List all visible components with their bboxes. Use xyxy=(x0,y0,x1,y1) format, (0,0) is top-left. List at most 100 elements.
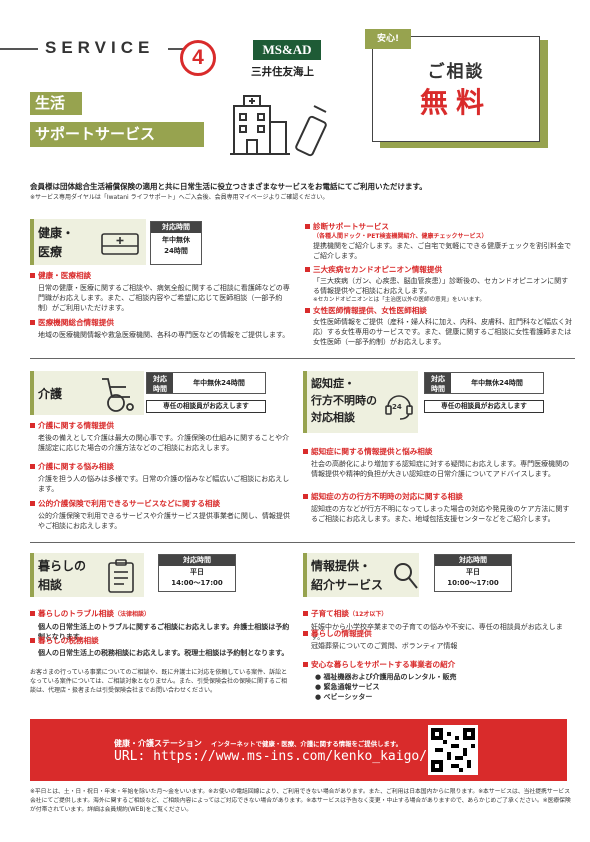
hospital-bed-icon xyxy=(101,233,139,255)
service-label: SERVICE xyxy=(45,38,155,57)
life-item-1-head: 暮らしのトラブル相談 xyxy=(30,609,114,618)
dementia-note: 専任の相談員がお応えします xyxy=(424,400,544,413)
health-title-line2: 医療 xyxy=(38,245,63,259)
care-hours-label1: 対応 xyxy=(153,375,167,383)
info-item-3-head: 安心な暮らしをサポートする事業者の紹介 xyxy=(303,660,575,670)
care-hours-value: 年中無休24時間 xyxy=(193,379,245,387)
health-right-1: 診断サポートサービス （各種人間ドック・PET検査機関紹介、健康チェックサービス… xyxy=(305,222,573,261)
care-item-3: 公的介護保険で利用できるサービスなどに関する相談 公的介護保険で利用できるサービ… xyxy=(30,499,292,531)
health-right-2: 三大疾病セカンドオピニオン情報提供 「三大疾病（ガン、心疾患、脳血管疾患）」診断… xyxy=(305,265,573,305)
intro-note: ※サービス専用ダイヤルは「Iwatani ライフサポート」へご入会後、会員専用マ… xyxy=(30,194,329,201)
banner-headline: 健康・介護ステーション インターネットで健康・医療、介護に関する情報をご提供しま… xyxy=(114,731,402,750)
health-right-1-sub: （各種人間ドック・PET検査機関紹介、健康チェックサービス） xyxy=(313,233,488,240)
dementia-item-1-head: 認知症に関する情報提供と悩み相談 xyxy=(303,447,575,457)
care-item-2-body: 介護を担う人の悩みは多様です。日常の介護の悩みなど幅広いご相談にお応えします。 xyxy=(38,475,290,493)
info-item-3-bullet-1-text: 福祉機器および介護用品のレンタル・販売 xyxy=(323,673,457,681)
clipboard-icon xyxy=(108,559,134,593)
health-right-3-head: 女性医師情報提供、女性医師相談 xyxy=(305,306,573,316)
life-item-2-head: 暮らしの税務相談 xyxy=(30,636,292,646)
kenko-banner[interactable]: 健康・介護ステーション インターネットで健康・医療、介護に関する情報をご提供しま… xyxy=(30,719,567,781)
info-title-line2: 紹介サービス xyxy=(311,578,384,592)
info-item-2: 暮らしの情報提供 冠婚葬祭についてのご質問、ボランティア情報 xyxy=(303,629,575,651)
intro-text: 会員様は団体総合生活補償保険の適用と共に日常生活に役立つさまざまなサービスをお電… xyxy=(30,182,427,191)
dementia-hours-label2: 時間 xyxy=(431,385,445,393)
health-right-1-head: 診断サポートサービス xyxy=(305,222,573,232)
life-item-2-body: 個人の日常生活上の税務相談にお応えします。税理士相談は予約制となります。 xyxy=(38,649,289,657)
dementia-hours-label1: 対応 xyxy=(431,375,445,383)
consult-tag: 安心! xyxy=(365,29,411,49)
dementia-title-box: 認知症・ 行方不明時の 対応相談 24 xyxy=(303,371,418,433)
dementia-item-2-body: 認知症の方などが行方不明になってしまった場合の対応や発見後のケア方法に関するご相… xyxy=(311,505,570,523)
health-item-2-head: 医療機関総合情報提供 xyxy=(30,318,295,328)
care-note: 専任の相談員がお応えします xyxy=(146,400,266,413)
life-title-box: 暮らしの 相談 xyxy=(30,553,144,597)
health-item-2-body: 地域の医療機関情報や救急医療機関、各科の専門医などの情報をご提供します。 xyxy=(38,331,290,339)
health-title-box: 健康・ 医療 xyxy=(30,219,146,265)
care-item-2: 介護に関する悩み相談 介護を担う人の悩みは多様です。日常の介護の悩みなど幅広いご… xyxy=(30,462,292,494)
dementia-item-2-head: 認知症の方の行方不明時の対応に関する相談 xyxy=(303,492,575,502)
service-line-right xyxy=(168,48,190,50)
info-item-3-bullet-1: ● 福祉機器および介護用品のレンタル・販売 xyxy=(315,673,457,681)
health-right-1-body: 提携機関をご紹介します。また、ご自宅で気軽にできる健康チェックを割引料金でご紹介… xyxy=(313,242,572,260)
brand-mark: MS&AD xyxy=(262,42,312,57)
life-item-1-head-note: （法律相談） xyxy=(113,611,150,618)
brand-logo: MS&AD xyxy=(253,40,321,60)
dementia-title-line1: 認知症・ xyxy=(311,377,355,390)
life-hours: 対応時間 平日 14:00～17:00 xyxy=(158,554,236,592)
qr-code[interactable] xyxy=(428,725,478,775)
brand-name: 三井住友海上 xyxy=(251,66,314,78)
title-line2-block: サポートサービス xyxy=(30,122,204,147)
health-hours-value2: 24時間 xyxy=(164,247,188,255)
health-right-2-head: 三大疾病セカンドオピニオン情報提供 xyxy=(305,265,573,275)
info-title-bar xyxy=(303,553,307,597)
health-title-line1: 健康・ xyxy=(38,226,75,240)
free-label: 無料 xyxy=(419,86,492,119)
qr-code-pattern xyxy=(431,728,475,772)
banner-title: 健康・介護ステーション xyxy=(114,739,202,748)
divider-1 xyxy=(30,358,575,359)
care-item-1: 介護に関する情報提供 老後の備えとして介護は最大の関心事です。介護保険の仕組みに… xyxy=(30,421,292,453)
health-hours-label: 対応時間 xyxy=(151,222,201,233)
life-title-line2: 相談 xyxy=(38,578,63,592)
dementia-item-1-body: 社会の高齢化により増加する認知症に対する疑問にお応えします。専門医療機関の情報提… xyxy=(311,460,570,478)
health-item-1-head: 健康・医療相談 xyxy=(30,271,290,281)
health-item-1: 健康・医療相談 日常の健康・医療に関するご相談や、病気全般に関するご相談に看護師… xyxy=(30,271,290,313)
wheelchair-icon xyxy=(102,378,134,412)
banner-url[interactable]: URL: https://www.ms-ins.com/kenko_kaigo/ xyxy=(114,749,428,764)
dementia-hours: 対応 時間 年中無休24時間 xyxy=(424,372,544,394)
info-hours-value2: 10:00～17:00 xyxy=(447,579,499,587)
service-line-left xyxy=(0,48,38,50)
care-title-bar xyxy=(30,371,34,415)
banner-desc: インターネットで健康・医療、介護に関する情報をご提供します。 xyxy=(210,740,403,748)
service-number-badge: 4 xyxy=(180,40,216,76)
health-item-1-body: 日常の健康・医療に関するご相談や、病気全般に関するご相談に看護師などの専門職がお… xyxy=(38,284,290,312)
info-item-3-bullet-2: ● 緊急通報サービス xyxy=(315,683,380,691)
info-title-box: 情報提供・ 紹介サービス xyxy=(303,553,419,597)
life-hours-value1: 平日 xyxy=(190,568,204,576)
dementia-hours-value: 年中無休24時間 xyxy=(471,379,523,387)
info-item-1-head-note: （12才以下） xyxy=(348,611,388,618)
consult-bubble: 安心! ご相談 無料 xyxy=(365,29,540,142)
info-item-3-bullet-3-text: ベビーシッター xyxy=(323,693,373,701)
care-hours-label: 対応 時間 xyxy=(147,373,173,393)
magnifier-icon xyxy=(394,563,418,589)
dementia-item-1: 認知症に関する情報提供と悩み相談 社会の高齢化により増加する認知症に対する疑問に… xyxy=(303,447,575,479)
info-hours-value1: 平日 xyxy=(466,568,480,576)
health-right-3: 女性医師情報提供、女性医師相談 女性医師情報をご提供（産科・婦人科に加え、内科、… xyxy=(305,306,573,347)
care-item-3-head: 公的介護保険で利用できるサービスなどに関する相談 xyxy=(30,499,292,509)
life-item-1-headline: 暮らしのトラブル相談（法律相談） xyxy=(30,601,292,620)
headset-24-icon xyxy=(385,395,413,420)
care-item-1-head: 介護に関する情報提供 xyxy=(30,421,292,431)
info-item-2-head: 暮らしの情報提供 xyxy=(303,629,575,639)
care-title: 介護 xyxy=(38,387,63,401)
health-hours-value1: 年中無休 xyxy=(162,236,190,244)
headset-24-label: 24 xyxy=(392,403,402,411)
title-line1: 生活 xyxy=(35,94,66,112)
care-hours: 対応 時間 年中無休24時間 xyxy=(146,372,266,394)
info-title-line1: 情報提供・ xyxy=(311,559,372,573)
dementia-title-line3: 対応相談 xyxy=(311,411,355,424)
info-item-1-head: 子育て相談 xyxy=(303,609,349,618)
info-item-3: 安心な暮らしをサポートする事業者の紹介 ● 福祉機器および介護用品のレンタル・販… xyxy=(303,660,575,702)
info-item-3-bullet-2-text: 緊急通報サービス xyxy=(323,683,380,691)
health-right-3-body: 女性医師情報をご提供（産科・婦人科に加え、内科、皮膚科、肛門科など幅広く対応）す… xyxy=(313,318,572,346)
